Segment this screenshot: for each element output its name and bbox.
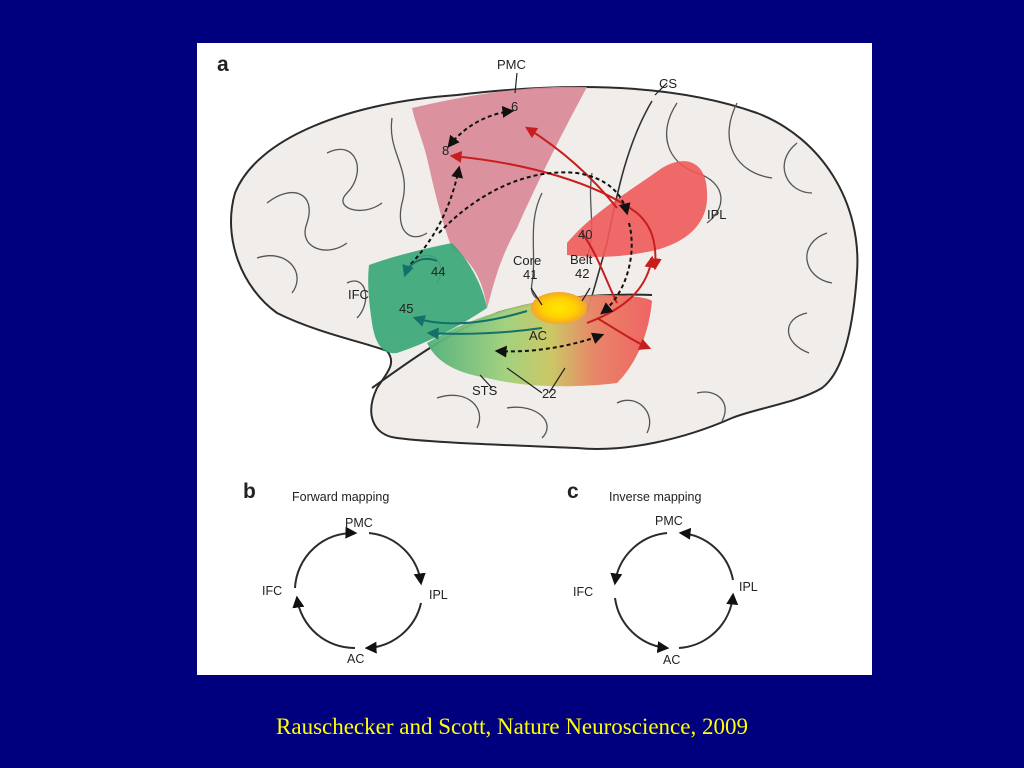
teal-pathways [402,257,543,340]
label-core: Core [513,253,541,268]
ifc-region [368,243,487,354]
panel-b-node-top: PMC [345,516,373,530]
panel-c-letter: c [567,480,579,503]
panel-b-letter: b [243,480,256,503]
panel-a-letter: a [217,53,229,76]
label-area45: 45 [399,301,413,316]
panel-c-node-top: PMC [655,514,683,528]
leader-lines [479,72,668,394]
label-area42: 42 [575,266,589,281]
panel-c-node-left: IFC [573,585,593,599]
panel-c: c Inverse mapping PMC IPL AC IFC [567,480,758,667]
label-area8: 8 [442,143,449,158]
forward-arc-bottom-right [364,602,422,654]
inverse-arc-bottom-left [614,597,670,654]
label-ac: AC [529,328,547,343]
citation-text: Rauschecker and Scott, Nature Neuroscien… [276,714,748,739]
label-cs: CS [659,76,677,91]
brain-figure: a PMC CS 6 8 40 IPL 44 45 IFC Core 41 Be… [217,53,859,667]
inverse-arc-bottom-right [678,592,739,649]
panel-c-node-bottom: AC [663,653,680,667]
dashed-pathways [406,105,633,358]
panel-b-node-bottom: AC [347,652,364,666]
panel-b-node-right: IPL [429,588,448,602]
inverse-arc-top-left [610,532,668,586]
panel-c-title: Inverse mapping [609,490,701,504]
label-area41: 41 [523,267,537,282]
label-ifc: IFC [348,287,369,302]
label-ipl: IPL [707,207,727,222]
red-pathways [449,126,662,350]
label-area40: 40 [578,227,592,242]
panel-b: b Forward mapping PMC IPL AC IFC [243,480,448,666]
inverse-arc-top-right [678,527,734,581]
forward-arc-bottom-left [292,595,356,650]
label-area44: 44 [431,264,445,279]
forward-arc-top-left [294,526,358,589]
figure-panel: a PMC CS 6 8 40 IPL 44 45 IFC Core 41 Be… [197,43,872,675]
label-belt: Belt [570,252,593,267]
label-sts: STS [472,383,498,398]
label-area6: 6 [511,99,518,114]
forward-arc-top-right [368,532,426,586]
panel-b-title: Forward mapping [292,490,389,504]
label-pmc: PMC [497,57,526,72]
core-region [531,292,587,324]
panel-c-node-right: IPL [739,580,758,594]
label-area22: 22 [542,386,556,401]
panel-b-node-left: IFC [262,584,282,598]
